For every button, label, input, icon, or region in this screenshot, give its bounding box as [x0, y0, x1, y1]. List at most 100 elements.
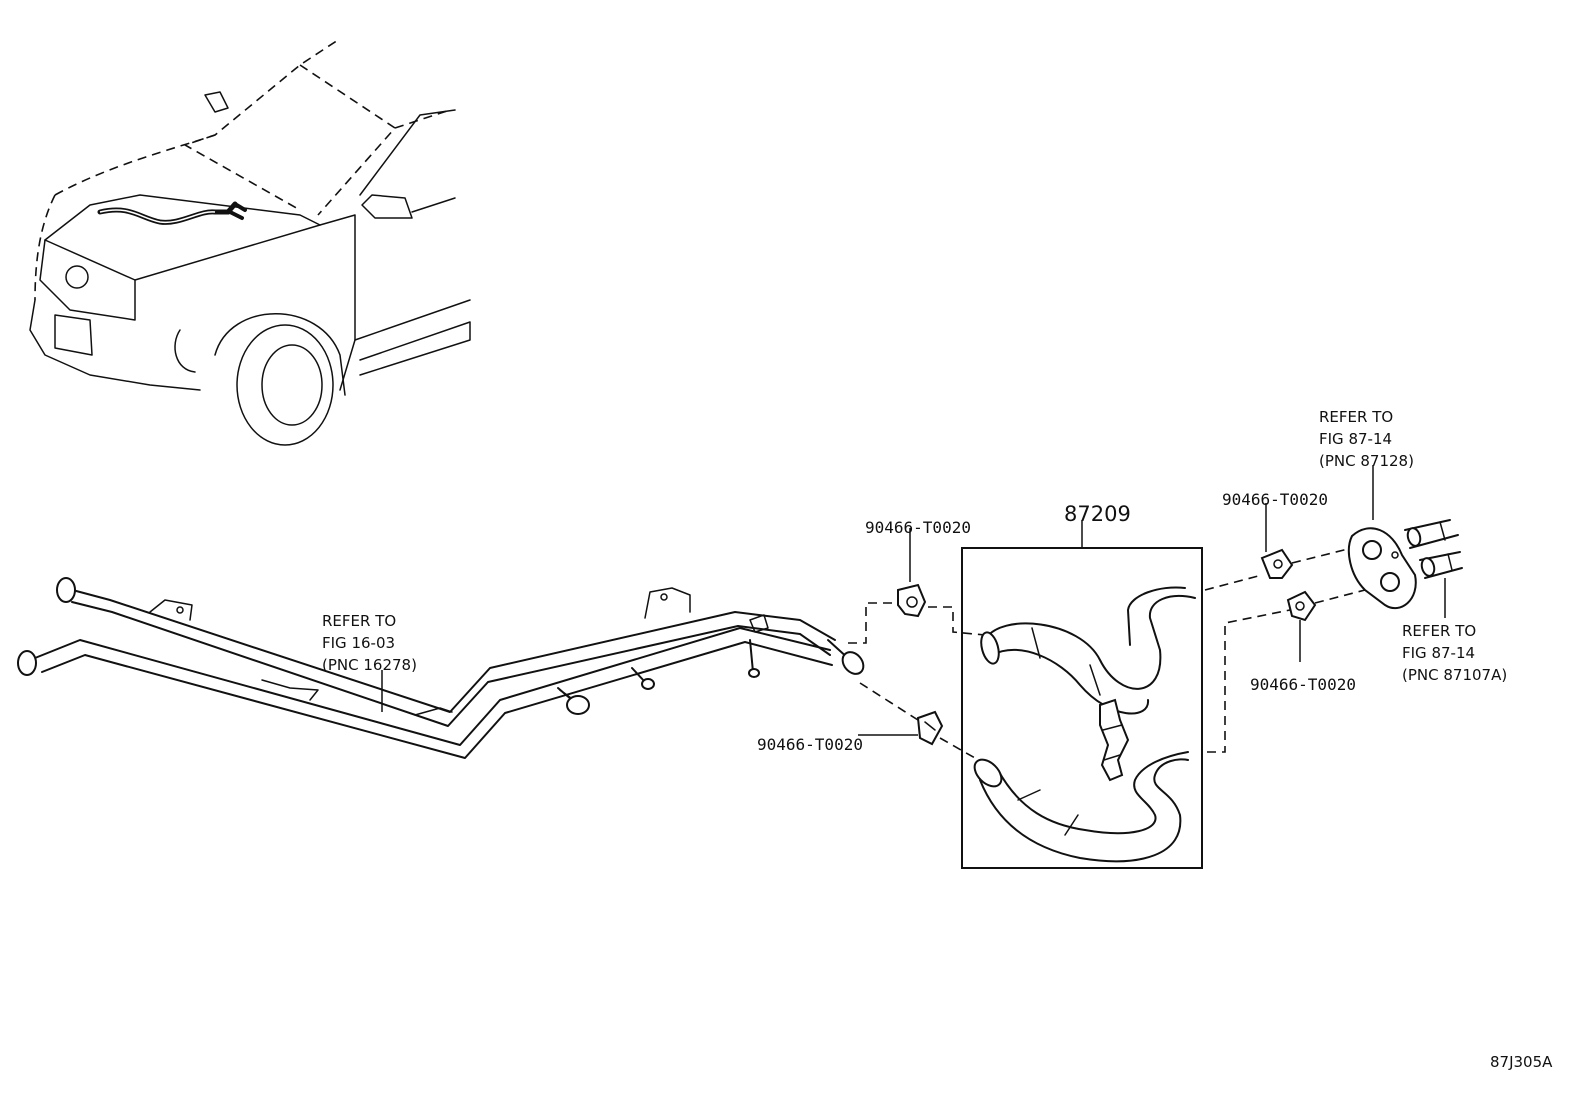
pipe-bracket-1 [149, 599, 193, 621]
mirror-line [411, 197, 456, 213]
pipe-reference-line-1: REFER TO [322, 612, 396, 630]
hood-scoop-mirror [204, 91, 229, 113]
highlighted-pipe-location [97, 201, 238, 225]
lower-hose-bands [1017, 789, 1079, 836]
fog-lamp [174, 329, 196, 373]
hose-clamp-body [1099, 698, 1130, 782]
pipe-reference-line-3: (PNC 16278) [322, 656, 417, 674]
upper-heater-hose [980, 586, 1196, 715]
flange-bolt [1391, 551, 1399, 559]
flange-pipe-end-lower [1420, 557, 1436, 577]
clip-body-1 [897, 583, 927, 618]
highlighted-pipe-inner [99, 209, 216, 224]
pipe-bracket-4 [644, 587, 691, 619]
upper-hose-top-edge [984, 595, 1196, 690]
pipe-stub-end-a [566, 695, 590, 715]
side-step [359, 321, 471, 376]
windshield-outline [299, 64, 397, 216]
hose-assembly-box [961, 547, 1203, 869]
front-wheel [236, 324, 334, 446]
pipe-reference-line-2: FIG 16-03 [322, 634, 395, 652]
flange-pipe-beads [1439, 521, 1453, 571]
clip-body-2 [916, 710, 944, 746]
hood-outline [183, 134, 301, 211]
clip-lower-right [1286, 590, 1317, 622]
lower-hose-end [973, 758, 1003, 788]
lower-hose-outer-edge [979, 758, 1189, 863]
pipe-bracket-5 [749, 614, 769, 633]
upper-reference-line-1: REFER TO [1319, 408, 1393, 426]
figure-code: 87J305A [1490, 1053, 1553, 1071]
clip-detail-2 [924, 721, 936, 731]
dash-clip4-to-plate [1314, 589, 1366, 604]
pipe-lower-edge-b [41, 641, 833, 759]
clip-hole-1 [906, 596, 918, 608]
upper-hose-inner-bend [1127, 586, 1186, 646]
upper-hose-bands [1031, 627, 1101, 696]
vehicle-locator-illustration [29, 39, 471, 446]
lower-reference-line-2: FIG 87-14 [1402, 644, 1475, 662]
roof-rear-outline [394, 109, 451, 129]
door-frame [359, 109, 456, 196]
bracket-hole-1 [176, 606, 184, 614]
pipe-stub-end-c [748, 668, 760, 678]
clip-hole-4 [1295, 601, 1305, 611]
flange-port-lower [1380, 572, 1400, 592]
water-pipe-assembly [17, 577, 865, 759]
pipe-bracket-3 [414, 707, 453, 716]
dash-pipe-to-clip1 [848, 602, 893, 644]
pipe-end-upper [56, 577, 76, 603]
clip-part-number-4: 90466-T0020 [1250, 675, 1356, 694]
pipe-stub-c [749, 639, 754, 673]
upper-reference-line-3: (PNC 87128) [1319, 452, 1414, 470]
dash-pipe-to-clip2 [859, 682, 919, 721]
clip-hole-3 [1273, 559, 1283, 569]
door-sill-line [354, 299, 471, 341]
wheel-rim [261, 344, 323, 426]
clip-body-3 [1260, 548, 1294, 579]
clip-part-number-3: 90466-T0020 [1222, 490, 1328, 509]
clip-part-number-2: 90466-T0020 [757, 735, 863, 754]
bracket-hole-4 [660, 593, 668, 601]
a-pillar [319, 214, 356, 391]
flange-pipe-end-upper [1406, 527, 1422, 547]
lower-reference-line-3: (PNC 87107A) [1402, 666, 1507, 684]
side-mirror [361, 194, 413, 219]
lower-heater-hose [973, 751, 1189, 863]
hood-panel [44, 194, 321, 281]
pipe-stub-end-b [641, 678, 655, 690]
dash-clip1-to-hose [928, 606, 986, 636]
pipe-upper-edge-a [64, 587, 836, 713]
hose-bracket-clamp [1099, 698, 1130, 782]
dash-hose-to-clip3 [1204, 574, 1263, 591]
front-dashed-outline [34, 194, 56, 301]
wheel-arch [214, 313, 346, 396]
pipe-lower-edge-a [29, 627, 831, 746]
pipe-bracket-2 [261, 679, 319, 701]
dash-clip2-to-hose [939, 737, 976, 759]
upper-hose-end [980, 631, 1000, 665]
flange-port-upper [1362, 540, 1382, 560]
grille-frame [39, 239, 136, 321]
flange-plate [1347, 527, 1417, 610]
hose-clamp-detail [1102, 724, 1123, 761]
clip-part-number-1: 90466-T0020 [865, 518, 971, 537]
heater-core-flange [1347, 519, 1463, 610]
license-plate [54, 314, 93, 356]
clip-body-4 [1286, 590, 1317, 622]
upper-hose-bottom-edge [991, 648, 1150, 715]
vehicle-roof-outline [54, 39, 339, 196]
lower-reference-line-1: REFER TO [1402, 622, 1476, 640]
dash-clip3-to-plate [1291, 547, 1353, 564]
pipe-end-lower [17, 650, 37, 676]
pipe-ends [228, 202, 247, 220]
clip-upper-left [897, 583, 927, 618]
pipe-stub-b [631, 667, 646, 683]
clip-upper-right [1260, 548, 1294, 579]
pipe-right-end [841, 651, 865, 675]
bumper-outline [29, 299, 201, 391]
upper-reference-line-2: FIG 87-14 [1319, 430, 1392, 448]
pipe-upper-edge-b [71, 601, 831, 727]
assembly-part-number: 87209 [1064, 502, 1131, 526]
dash-hose-to-clip4 [1207, 609, 1291, 753]
